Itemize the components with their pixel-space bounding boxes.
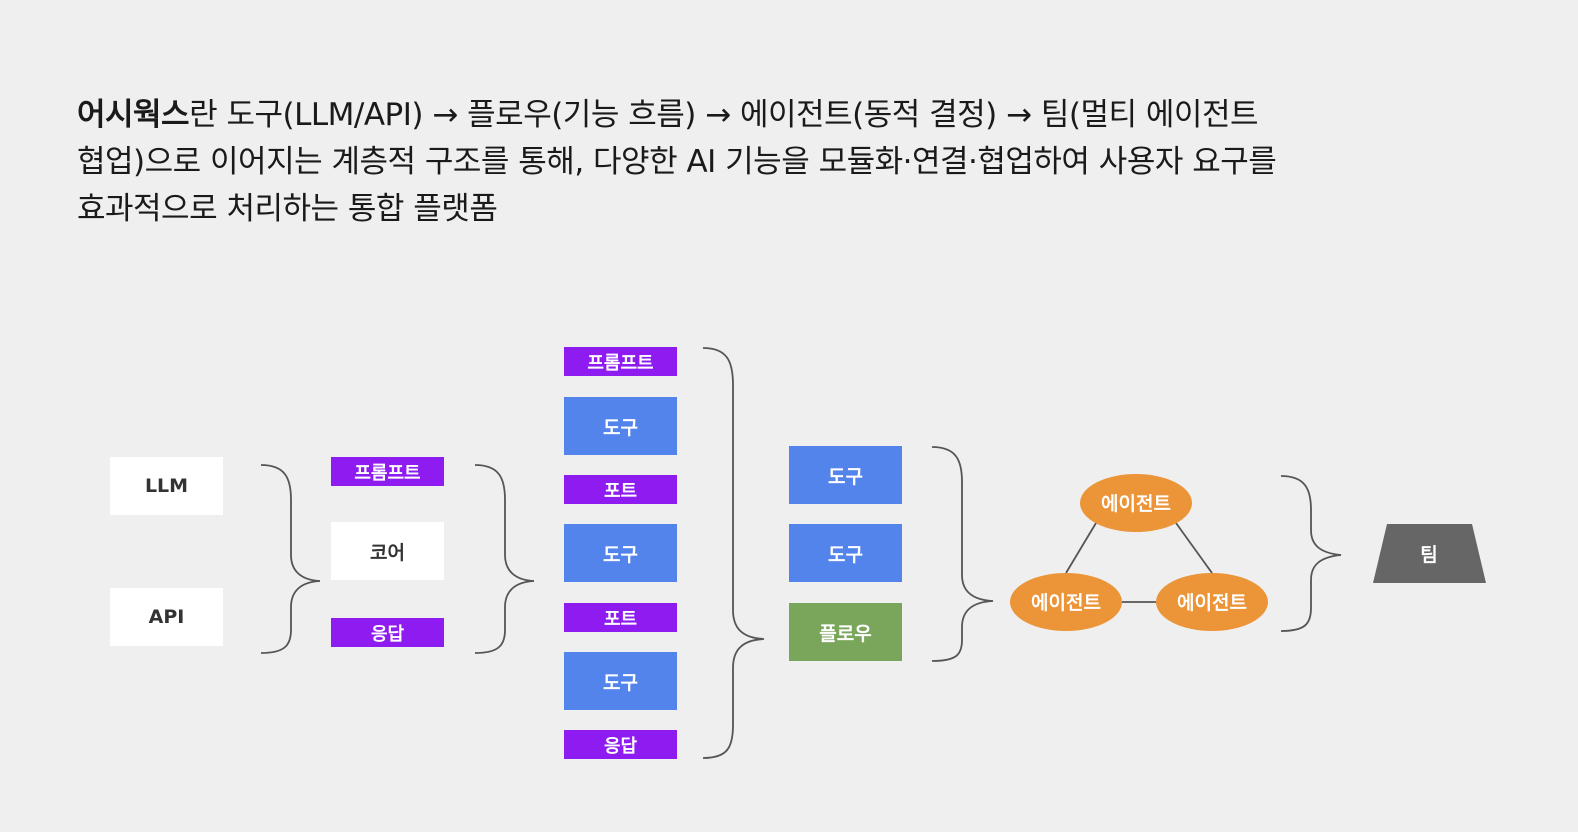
prompt-box: 프롬프트	[564, 347, 677, 376]
flow-box: 플로우	[789, 603, 902, 661]
brace-stage2	[474, 464, 535, 654]
prompt-box: 프롬프트	[331, 457, 444, 486]
brace-stage4	[931, 446, 994, 662]
intro-line-1: 어시웍스란 도구(LLM/API) → 플로우(기능 흐름) → 에이전트(동적…	[77, 92, 1457, 139]
agent-label: 에이전트	[1177, 592, 1247, 614]
llm-box: LLM	[110, 457, 223, 515]
agent-link-top-left	[1065, 522, 1097, 574]
agent-label: 에이전트	[1101, 493, 1171, 515]
intro-line-3: 효과적으로 처리하는 통합 플랫폼	[77, 191, 498, 227]
api-box: API	[110, 588, 223, 646]
agent-bottom-left: 에이전트	[1010, 573, 1122, 631]
response-box: 응답	[564, 730, 677, 759]
tool-box: 도구	[789, 524, 902, 582]
agent-top: 에이전트	[1080, 474, 1192, 532]
team-shape: 팀	[1373, 524, 1486, 583]
port-box: 포트	[564, 603, 677, 632]
product-name: 어시웍스	[77, 97, 190, 133]
intro-paragraph: 어시웍스란 도구(LLM/API) → 플로우(기능 흐름) → 에이전트(동적…	[77, 92, 1457, 233]
agent-link-top-right	[1175, 522, 1213, 574]
brace-stage1	[260, 464, 321, 654]
team-label: 팀	[1420, 544, 1437, 566]
tool-box: 도구	[564, 524, 677, 582]
intro-line-1-text: 란 도구(LLM/API) → 플로우(기능 흐름) → 에이전트(동적 결정)…	[189, 97, 1258, 133]
brace-stage3	[702, 347, 765, 759]
core-box: 코어	[331, 522, 444, 580]
tool-box: 도구	[789, 446, 902, 504]
brace-stage5	[1280, 475, 1342, 632]
agent-bottom-right: 에이전트	[1156, 573, 1268, 631]
agent-label: 에이전트	[1031, 592, 1101, 614]
tool-box: 도구	[564, 652, 677, 710]
intro-line-2: 협업)으로 이어지는 계층적 구조를 통해, 다양한 AI 기능을 모듈화·연결…	[77, 144, 1277, 180]
tool-box: 도구	[564, 397, 677, 455]
response-box: 응답	[331, 618, 444, 647]
port-box: 포트	[564, 475, 677, 504]
